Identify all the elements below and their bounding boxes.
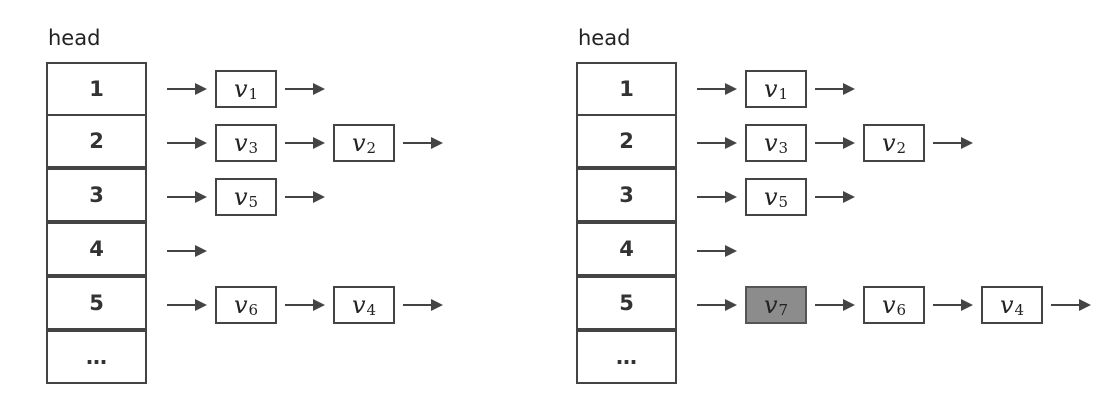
pointer-arrow (697, 79, 737, 99)
pointer-arrow (403, 133, 443, 153)
node-base: v (881, 129, 896, 157)
bucket-slot: 3 (46, 168, 147, 222)
bucket-slot: 2 (576, 114, 677, 168)
pointer-arrow (285, 187, 325, 207)
bucket-slot: 5 (576, 276, 677, 330)
node-subscript: 5 (248, 193, 259, 211)
node-subscript: 7 (778, 301, 789, 319)
pointer-arrow (167, 241, 207, 261)
pointer-arrow (815, 187, 855, 207)
head-label: head (48, 26, 101, 50)
node-subscript: 5 (778, 193, 789, 211)
pointer-arrow (403, 295, 443, 315)
node-base: v (763, 291, 778, 319)
pointer-arrow (815, 295, 855, 315)
node-subscript: 3 (248, 139, 259, 157)
node-subscript: 3 (778, 139, 789, 157)
pointer-arrow (167, 295, 207, 315)
node-base: v (233, 291, 248, 319)
node-base: v (351, 129, 366, 157)
pointer-arrow (697, 295, 737, 315)
node-base: v (763, 75, 778, 103)
bucket-slot: … (576, 330, 677, 384)
node-subscript: 2 (896, 139, 907, 157)
bucket-slot: 5 (46, 276, 147, 330)
pointer-arrow (167, 187, 207, 207)
node-subscript: 6 (896, 301, 907, 319)
node-base: v (233, 183, 248, 211)
pointer-arrow (285, 133, 325, 153)
node-subscript: 2 (366, 139, 377, 157)
bucket-slot: 1 (46, 62, 147, 116)
node-subscript: 4 (366, 301, 377, 319)
pointer-arrow (1051, 295, 1091, 315)
pointer-arrow (815, 79, 855, 99)
pointer-arrow (167, 133, 207, 153)
node-base: v (881, 291, 896, 319)
pointer-arrow (697, 241, 737, 261)
pointer-arrow (933, 295, 973, 315)
bucket-slot: 4 (576, 222, 677, 276)
node-base: v (233, 129, 248, 157)
node-base: v (763, 183, 778, 211)
node-subscript: 1 (248, 85, 259, 103)
head-label: head (578, 26, 631, 50)
bucket-slot: 3 (576, 168, 677, 222)
pointer-arrow (933, 133, 973, 153)
pointer-arrow (285, 79, 325, 99)
pointer-arrow (697, 187, 737, 207)
node-base: v (763, 129, 778, 157)
pointer-arrow (285, 295, 325, 315)
node-base: v (233, 75, 248, 103)
bucket-slot: 2 (46, 114, 147, 168)
pointer-arrow (815, 133, 855, 153)
node-subscript: 4 (1014, 301, 1025, 319)
pointer-arrow (697, 133, 737, 153)
bucket-slot: 1 (576, 62, 677, 116)
bucket-slot: 4 (46, 222, 147, 276)
node-base: v (351, 291, 366, 319)
pointer-arrow (167, 79, 207, 99)
node-base: v (999, 291, 1014, 319)
node-subscript: 1 (778, 85, 789, 103)
bucket-slot: … (46, 330, 147, 384)
node-subscript: 6 (248, 301, 259, 319)
